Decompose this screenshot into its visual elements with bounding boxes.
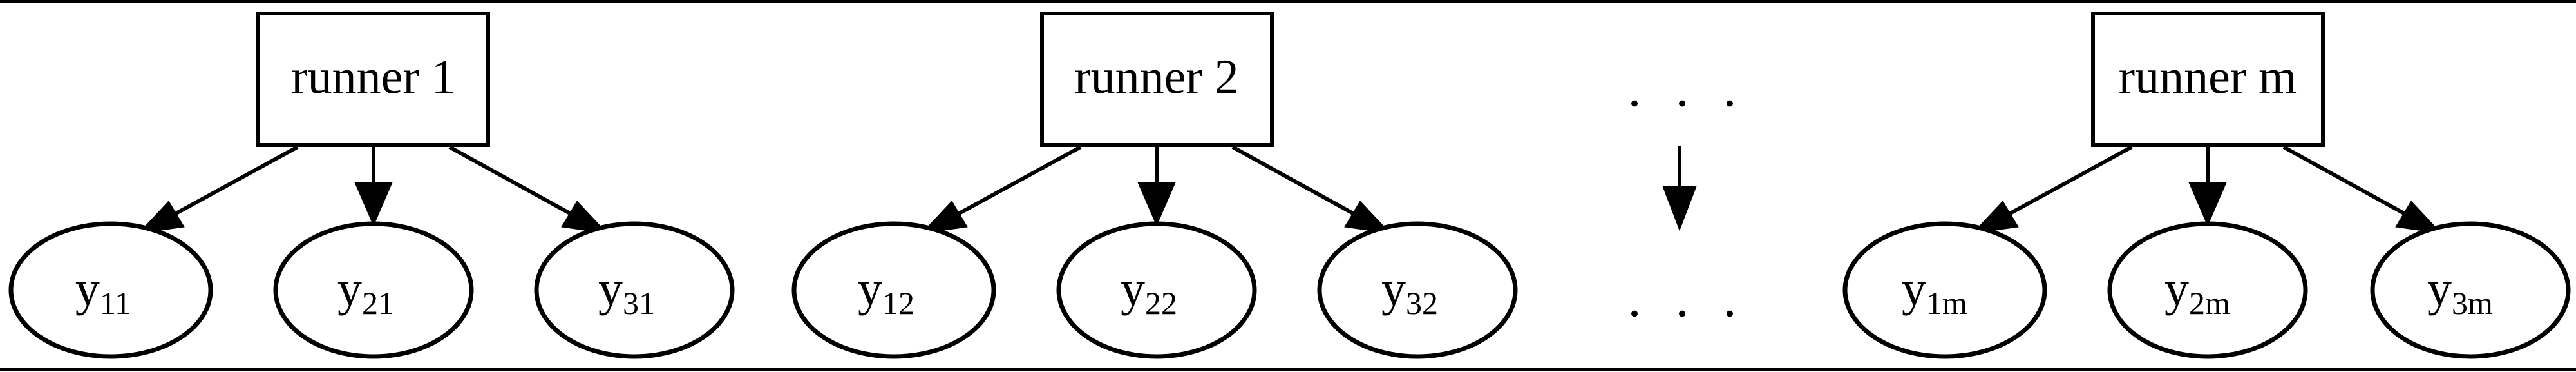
- node-y2m-sub: 2m: [2189, 285, 2230, 321]
- node-y11-base: y: [75, 262, 100, 316]
- edge-runner1-to-y21: [354, 147, 393, 227]
- node-runner-2-label: runner 2: [1074, 50, 1238, 104]
- runner-group-2: runner 2 y12 y22 y32: [791, 12, 1518, 359]
- node-runner-2[interactable]: runner 2: [1040, 12, 1274, 147]
- node-y21-sub: 21: [362, 285, 394, 321]
- node-y1m-base: y: [1902, 262, 1926, 316]
- svg-text:y31: y31: [598, 262, 655, 321]
- node-y3m-base: y: [2427, 262, 2452, 316]
- runner-group-m: runner m y1m y2m y3m: [1842, 12, 2571, 359]
- node-y22-sub: 22: [1145, 285, 1177, 321]
- edge-runner1-to-y31: [448, 145, 609, 234]
- edge-runner2-to-y22: [1137, 147, 1176, 227]
- edge-runner1-to-y11: [137, 145, 299, 234]
- node-y31-sub: 31: [623, 285, 655, 321]
- node-runner-1-label: runner 1: [291, 50, 455, 104]
- edge-runnerm-to-y1m: [1971, 145, 2133, 234]
- svg-text:y32: y32: [1381, 262, 1438, 321]
- node-y32-base: y: [1381, 262, 1406, 316]
- node-y11[interactable]: y11: [8, 221, 213, 359]
- svg-text:y3m: y3m: [2427, 262, 2493, 321]
- node-y22[interactable]: y22: [1056, 221, 1257, 359]
- node-runner-m-label: runner m: [2119, 50, 2297, 104]
- node-y12-sub: 12: [882, 285, 914, 321]
- edge-runnerm-to-y3m: [2282, 145, 2443, 234]
- node-y1m[interactable]: y1m: [1842, 221, 2047, 359]
- svg-text:y1m: y1m: [1902, 262, 1967, 321]
- top-ellipsis: . . .: [1628, 58, 1747, 118]
- node-runner-1[interactable]: runner 1: [256, 12, 490, 147]
- bottom-ellipsis: . . .: [1628, 268, 1747, 328]
- node-y21[interactable]: y21: [273, 221, 474, 359]
- edge-runner2-to-y32: [1231, 145, 1392, 234]
- node-runner-m[interactable]: runner m: [2091, 12, 2325, 147]
- node-y32[interactable]: y32: [1317, 221, 1518, 359]
- svg-text:y22: y22: [1121, 262, 1177, 321]
- node-y2m-base: y: [2164, 262, 2189, 316]
- node-y1m-sub: 1m: [1926, 285, 1967, 321]
- node-y31-base: y: [598, 262, 623, 316]
- runner-group-1: runner 1 y11 y21 y31: [8, 12, 735, 359]
- node-y3m[interactable]: y3m: [2370, 221, 2571, 359]
- svg-text:y11: y11: [75, 262, 131, 321]
- node-y32-sub: 32: [1406, 285, 1438, 321]
- continuation-indicator: . . . . . .: [1628, 58, 1747, 328]
- node-y21-base: y: [337, 262, 362, 316]
- edge-runner2-to-y12: [920, 145, 1082, 234]
- svg-text:y2m: y2m: [2164, 262, 2230, 321]
- svg-text:y12: y12: [858, 262, 914, 321]
- edge-runnerm-to-y2m: [2188, 147, 2227, 227]
- node-y3m-sub: 3m: [2452, 285, 2493, 321]
- node-y12-base: y: [858, 262, 882, 316]
- node-y2m[interactable]: y2m: [2107, 221, 2308, 359]
- node-y31[interactable]: y31: [534, 221, 735, 359]
- continuation-arrow: [1662, 146, 1697, 231]
- node-y12[interactable]: y12: [791, 221, 996, 359]
- node-y22-base: y: [1121, 262, 1145, 316]
- svg-text:y21: y21: [337, 262, 394, 321]
- node-y11-sub: 11: [100, 285, 131, 321]
